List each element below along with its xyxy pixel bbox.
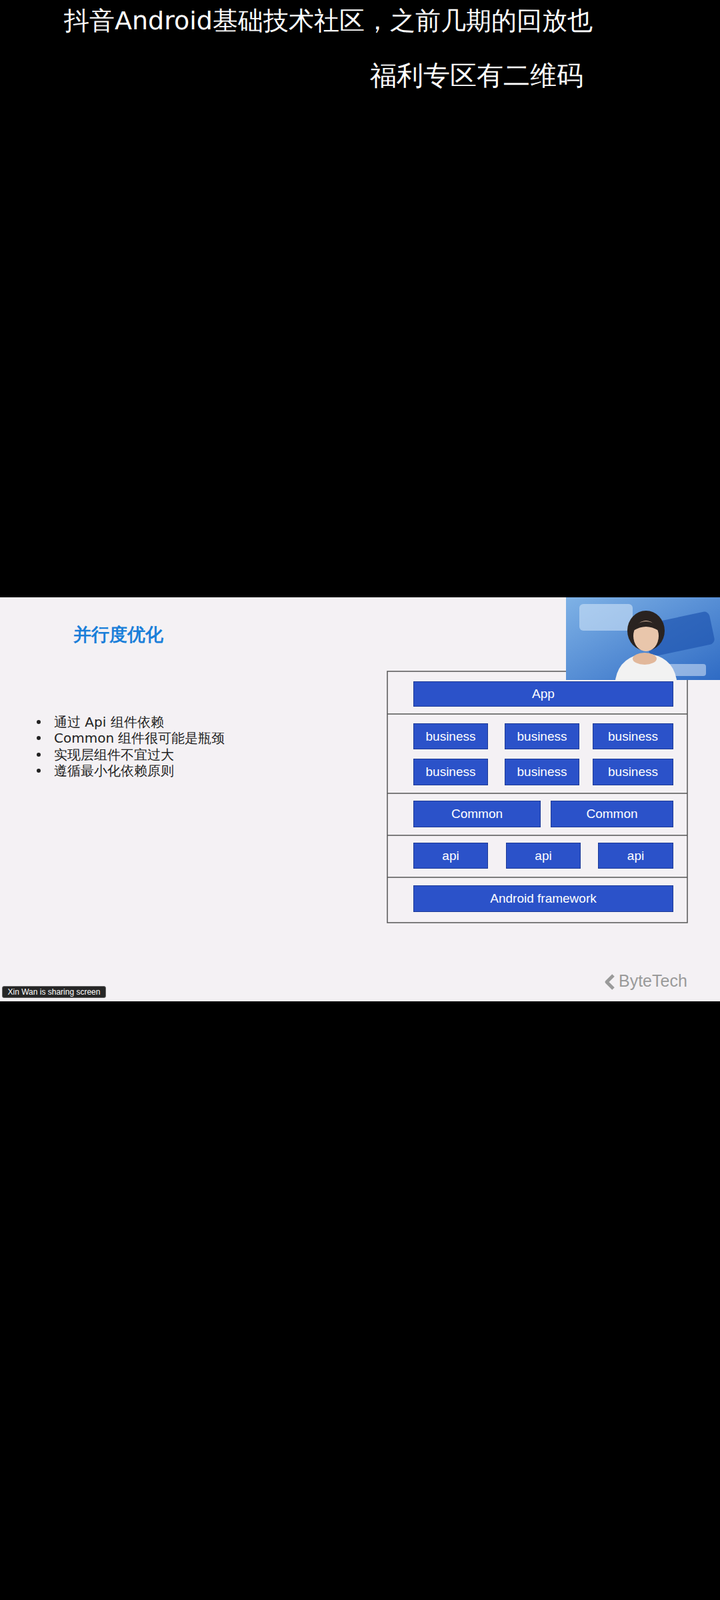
box-label: Common bbox=[451, 806, 503, 822]
bullet-dot bbox=[36, 736, 41, 740]
box-label: api bbox=[442, 848, 459, 864]
box-label: Xin Wan is sharing screen bbox=[8, 987, 101, 997]
bullet-dot bbox=[36, 752, 41, 757]
layer-box: Common bbox=[550, 800, 674, 828]
bytetech-logo-icon bbox=[604, 974, 616, 990]
box-label: Android framework bbox=[490, 891, 596, 906]
bullet-text: 通过 Api 组件依赖 bbox=[54, 713, 164, 732]
box-label: App bbox=[532, 686, 555, 702]
brand-logo-text: ByteTech bbox=[618, 971, 688, 991]
layer-box: business bbox=[592, 723, 674, 750]
subtitle-line: 抖音Android基础技术社区，之前几期的回放也 bbox=[64, 4, 593, 38]
layer-box: Common bbox=[413, 800, 541, 828]
bullet-text: 遵循最小化依赖原则 bbox=[54, 762, 174, 780]
layer-box: api bbox=[598, 842, 674, 869]
subtitle-line: 福利专区有二维码 bbox=[370, 57, 584, 94]
box-label: api bbox=[627, 848, 644, 864]
layer-box: Android framework bbox=[413, 885, 674, 912]
box-label: business bbox=[517, 764, 568, 780]
slide-title: 并行度优化 bbox=[73, 622, 164, 647]
layer-box: business bbox=[592, 758, 674, 786]
bullet-text: 实现层组件不宜过大 bbox=[54, 746, 174, 764]
status-badge: Xin Wan is sharing screen bbox=[2, 986, 106, 998]
box-label: Common bbox=[586, 806, 638, 822]
layer-box: api bbox=[413, 842, 488, 869]
layer-box: business bbox=[504, 758, 580, 786]
bullet-dot bbox=[36, 720, 41, 724]
bullet-text: Common 组件很可能是瓶颈 bbox=[54, 729, 225, 748]
layer-box: App bbox=[413, 681, 674, 707]
layer-box: business bbox=[413, 758, 488, 786]
box-label: business bbox=[608, 764, 658, 780]
bullet-dot bbox=[36, 768, 41, 773]
webcam-overlay bbox=[566, 597, 720, 680]
box-label: api bbox=[534, 848, 552, 864]
layer-box: business bbox=[504, 723, 580, 750]
box-label: business bbox=[608, 729, 658, 744]
box-label: business bbox=[426, 729, 476, 744]
layer-box: api bbox=[506, 842, 581, 869]
box-label: business bbox=[426, 764, 476, 780]
layer-box: business bbox=[413, 723, 488, 750]
box-label: business bbox=[517, 729, 568, 744]
